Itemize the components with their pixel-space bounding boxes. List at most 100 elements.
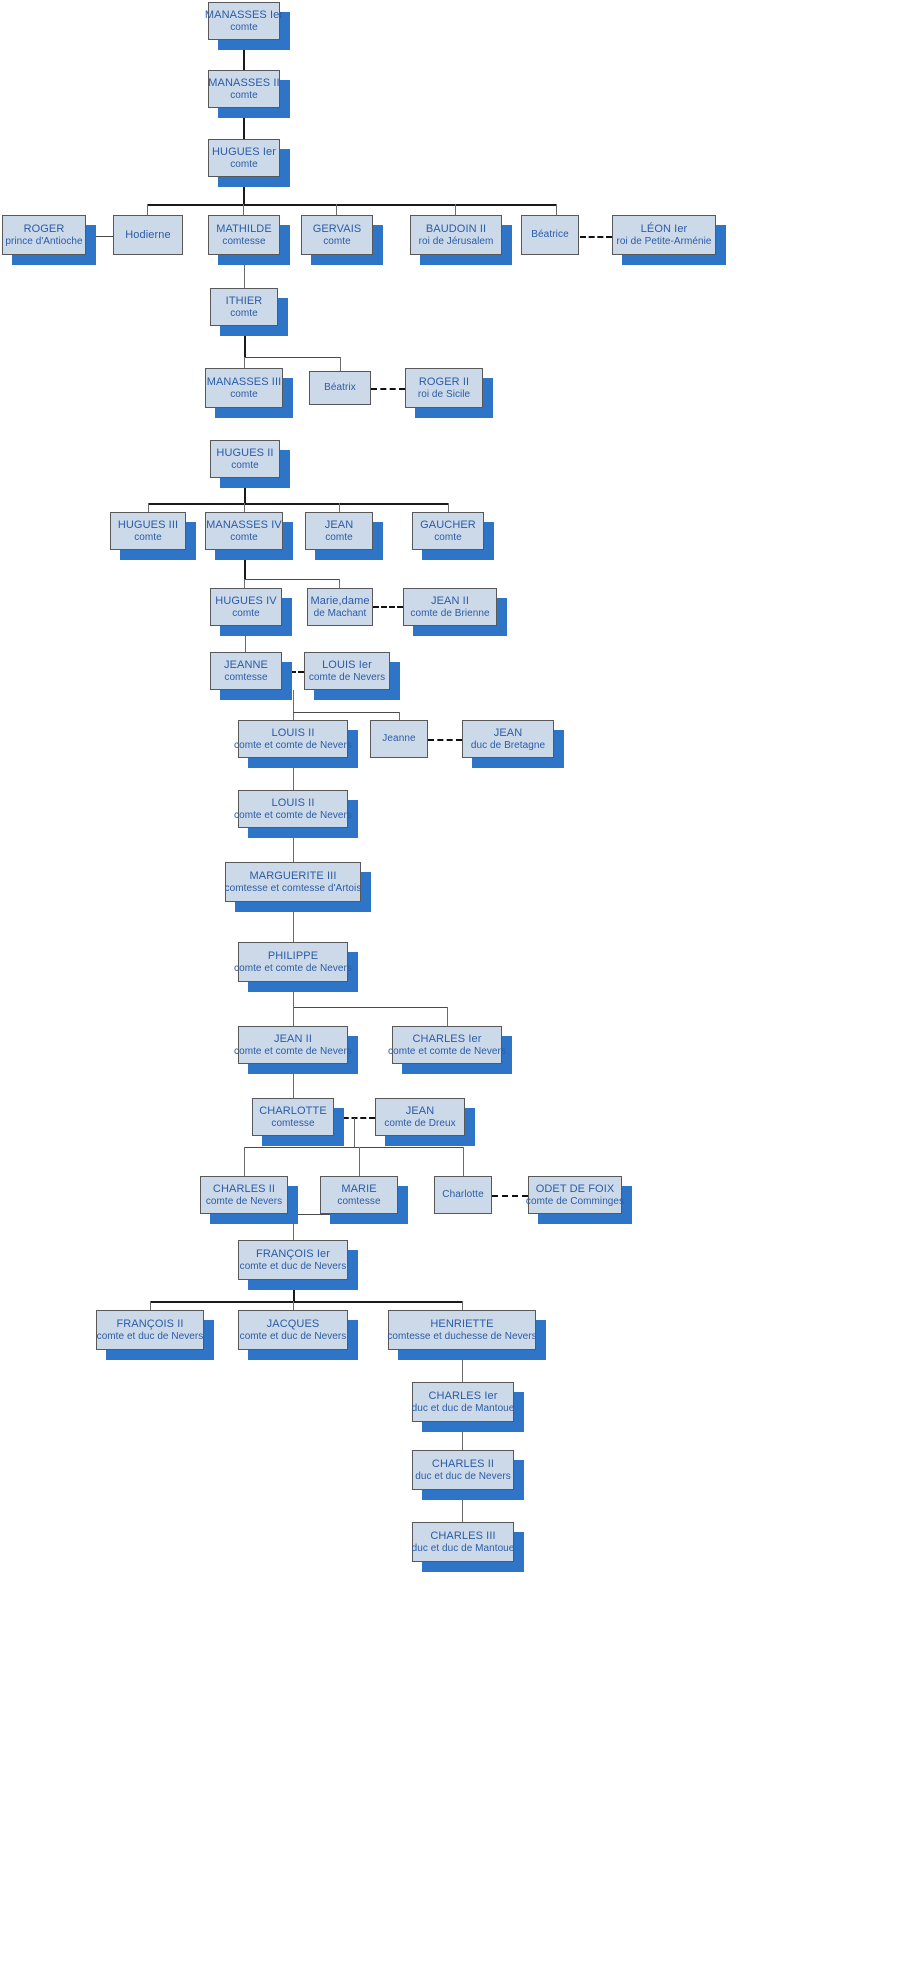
sibling-bus-ithier: [244, 357, 341, 358]
person-node-jeanne_s[interactable]: Jeanne: [370, 720, 428, 758]
person-title: comte de Brienne: [410, 607, 490, 619]
person-title: comte: [134, 531, 162, 543]
link-henriette-charles1m: [462, 1350, 463, 1382]
person-title: comte: [232, 607, 260, 619]
person-node-beatrix[interactable]: Béatrix: [309, 371, 371, 405]
person-title: comte: [231, 459, 259, 471]
node-box[interactable]: Béatrix: [309, 371, 371, 405]
node-box[interactable]: Hodierne: [113, 215, 183, 255]
node-box[interactable]: Jeanne: [370, 720, 428, 758]
person-name: ODET DE FOIX: [535, 1182, 615, 1195]
link-manasses1-manasses2: [243, 40, 245, 70]
person-name: JEAN: [405, 1104, 435, 1117]
person-name: MANASSES II: [208, 76, 280, 89]
person-node-charlotte_s[interactable]: Charlotte: [434, 1176, 492, 1214]
node-box[interactable]: Béatrice: [521, 215, 579, 255]
node-box[interactable]: Charlotte: [434, 1176, 492, 1214]
person-node-beatrice[interactable]: Béatrice: [521, 215, 579, 255]
person-node-hodierne[interactable]: Hodierne: [113, 215, 183, 255]
